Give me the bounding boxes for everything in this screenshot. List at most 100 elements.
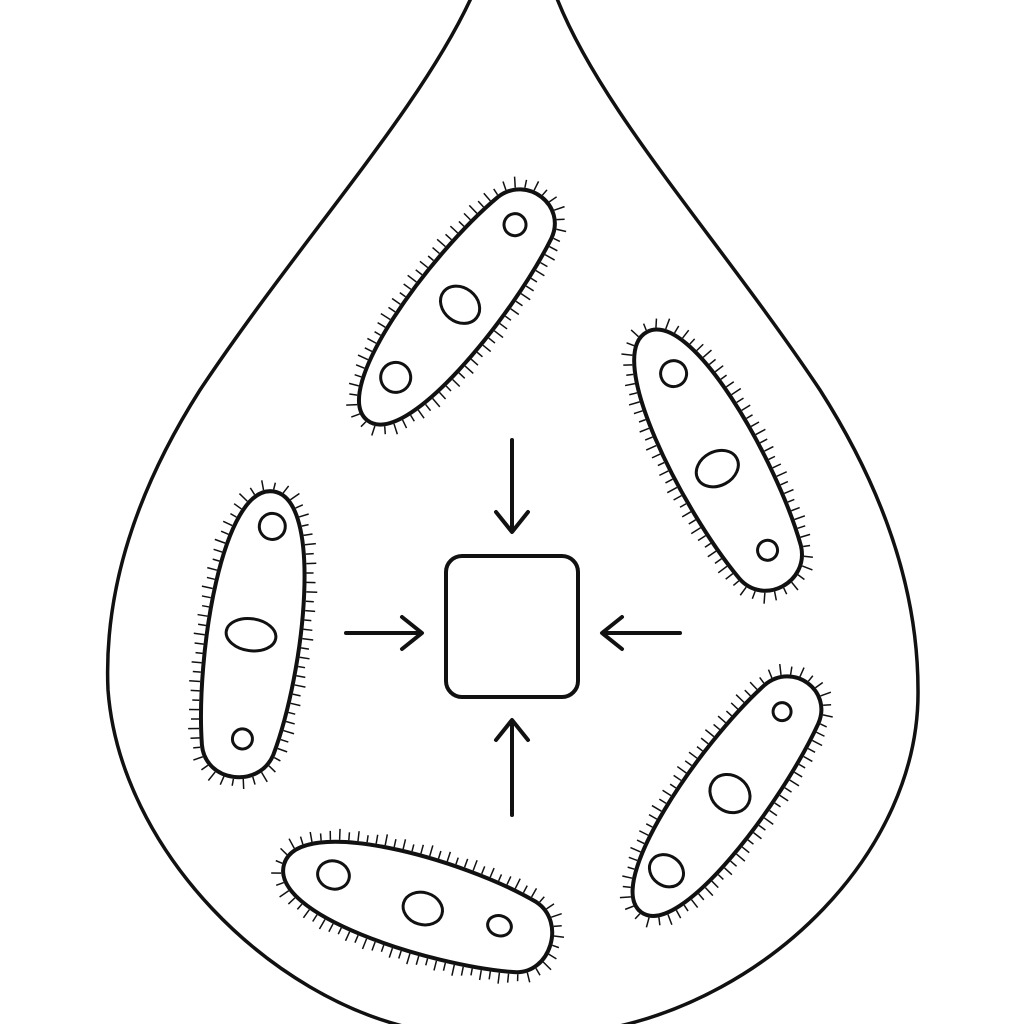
cilium	[290, 702, 301, 707]
cilium	[191, 661, 202, 664]
cilium	[305, 600, 314, 603]
cilium	[189, 708, 200, 711]
cilium	[312, 914, 318, 922]
cilium	[191, 718, 200, 720]
nucleus	[224, 616, 278, 653]
cilium	[427, 255, 434, 262]
cilium	[690, 527, 701, 535]
cilium	[628, 856, 638, 862]
cilium	[553, 205, 565, 211]
cilium	[296, 674, 306, 679]
cilium	[271, 872, 282, 874]
cilium	[433, 960, 438, 971]
cilium	[791, 581, 799, 591]
cilium	[299, 656, 310, 660]
cilium	[690, 899, 699, 909]
cilium	[306, 572, 314, 574]
cilium	[702, 349, 712, 358]
cilium	[675, 909, 682, 919]
cilium	[268, 765, 276, 773]
cilium	[277, 747, 288, 753]
cilium	[213, 548, 223, 553]
center-square	[444, 554, 580, 699]
cilium	[481, 866, 486, 875]
cilium	[522, 885, 528, 894]
cilium	[787, 498, 795, 503]
cilium	[489, 867, 495, 878]
cilium	[552, 944, 560, 949]
cilium	[823, 704, 832, 706]
cilium	[420, 844, 425, 854]
cilium	[415, 955, 420, 965]
cilium	[763, 592, 766, 604]
cilium	[747, 839, 754, 845]
cilium	[272, 482, 277, 490]
cilium	[520, 293, 531, 301]
cilium	[525, 285, 535, 292]
arrow-right	[600, 615, 682, 651]
cilium	[470, 358, 479, 366]
vacuole	[486, 914, 513, 938]
paramecium-5	[271, 828, 565, 984]
cilium	[329, 830, 332, 840]
cilium	[398, 950, 402, 959]
cilium	[502, 181, 507, 191]
cilium	[344, 931, 351, 942]
paramecium-body	[632, 327, 804, 593]
cilium	[797, 525, 806, 530]
cilium	[470, 968, 473, 976]
cilium	[526, 972, 531, 983]
cilium	[298, 513, 309, 518]
cilium	[820, 691, 832, 697]
cilium	[645, 917, 650, 928]
cilium	[803, 755, 813, 763]
cilium	[303, 533, 313, 537]
cilium	[406, 953, 411, 965]
cilium	[553, 935, 565, 938]
cilium	[357, 831, 360, 842]
cilium	[399, 292, 406, 298]
cilium	[769, 809, 778, 817]
cilium	[361, 938, 368, 950]
nucleus	[694, 448, 740, 489]
cilium	[193, 632, 205, 636]
cilium	[299, 836, 304, 845]
cilium	[510, 308, 520, 316]
cilium	[305, 552, 314, 555]
cilium	[375, 834, 379, 844]
cilium	[303, 628, 313, 632]
cilium	[725, 573, 734, 580]
cilium	[783, 488, 794, 495]
cilium	[700, 737, 709, 745]
cilium	[535, 968, 541, 976]
cilium	[669, 783, 677, 789]
cilium	[779, 794, 789, 802]
cilium	[309, 831, 313, 842]
vacuole	[316, 859, 351, 891]
vacuole	[230, 727, 254, 751]
cilium	[280, 847, 288, 856]
cilium	[306, 591, 318, 594]
paramecium-3	[188, 480, 318, 790]
cilium	[438, 391, 447, 400]
cilium	[524, 179, 528, 188]
vacuole	[502, 212, 528, 238]
cilium	[476, 351, 483, 358]
cilium	[304, 542, 316, 546]
cilium	[478, 969, 483, 981]
cilium	[482, 344, 492, 353]
cilium	[364, 347, 373, 353]
cilium	[391, 297, 401, 305]
cilium	[807, 675, 814, 682]
cilium	[410, 414, 415, 422]
cilium	[714, 365, 724, 373]
cilium	[214, 538, 226, 544]
cilium	[789, 666, 793, 675]
cilium	[374, 331, 382, 336]
nucleus	[708, 772, 752, 815]
cilium	[460, 966, 464, 976]
cilium	[354, 373, 362, 378]
cilium	[458, 372, 466, 379]
